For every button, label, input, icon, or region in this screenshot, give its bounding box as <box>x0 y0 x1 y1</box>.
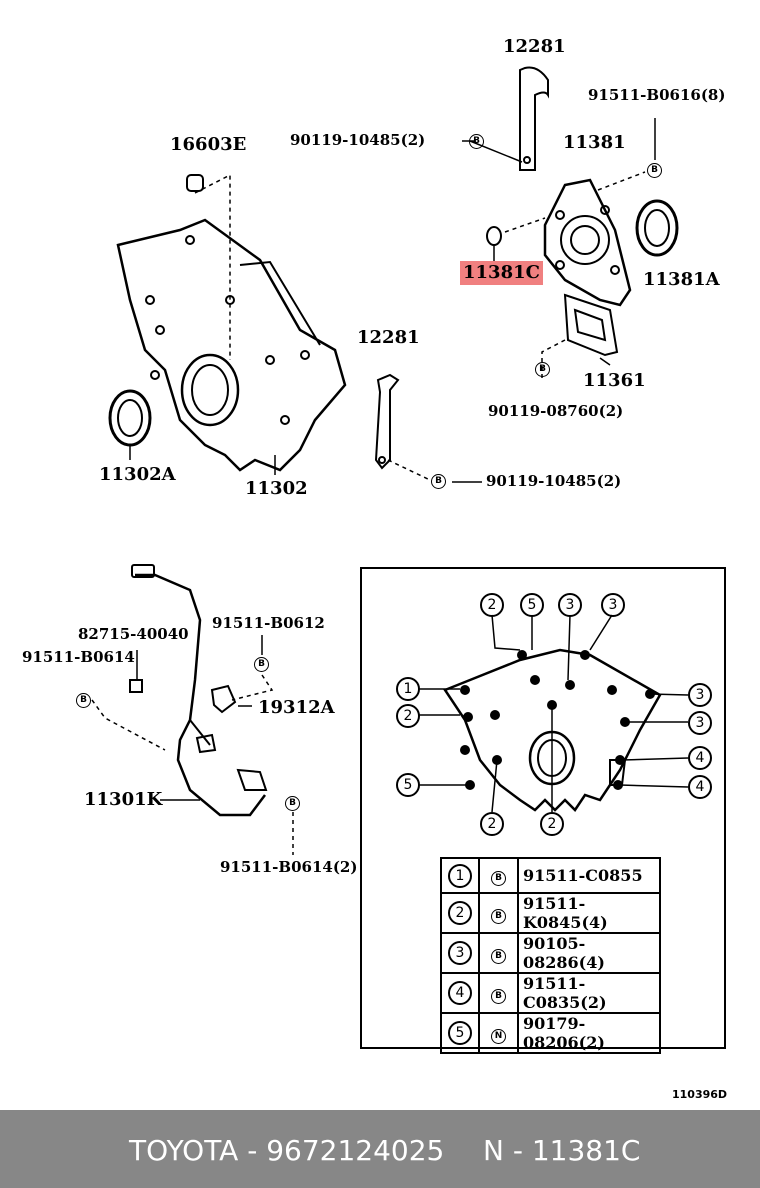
label-11302: 11302 <box>245 478 308 499</box>
label-19312a: 19312A <box>258 697 335 718</box>
diagram-drawing <box>91 66 726 1049</box>
inset-callout: 3 <box>688 711 712 735</box>
inset-callout: 3 <box>601 593 625 617</box>
fastener-legend-table: 1 B 91511-C0855 2 B 91511-K0845(4) 3 B 9… <box>440 857 661 1054</box>
label-16603e: 16603E <box>170 134 247 155</box>
label-91511-b0616: 91511-B0616(8) <box>588 86 726 104</box>
legend-part-number: 90105-08286(4) <box>517 932 661 974</box>
legend-number: 4 <box>448 981 472 1005</box>
footer-ref: N - 11381C <box>483 1134 641 1167</box>
legend-row: 2 B 91511-K0845(4) <box>440 892 661 934</box>
bolt-symbol: B <box>76 693 91 708</box>
label-90119-10485-top: 90119-10485(2) <box>290 131 426 149</box>
legend-part-number: 91511-C0855 <box>517 857 661 894</box>
legend-symbol: N <box>491 1028 506 1044</box>
bolt-symbol: B <box>254 657 269 672</box>
legend-part-number: 91511-C0835(2) <box>517 972 661 1014</box>
label-11302a: 11302A <box>99 464 176 485</box>
legend-number: 3 <box>448 941 472 965</box>
inset-callout: 2 <box>480 812 504 836</box>
label-90119-10485-bot: 90119-10485(2) <box>486 472 622 490</box>
inset-callout: 5 <box>396 773 420 797</box>
bolt-symbol: B <box>535 362 550 377</box>
legend-part-number: 91511-K0845(4) <box>517 892 661 934</box>
label-91511-b0614-2: 91511-B0614(2) <box>220 858 358 876</box>
footer-bar: TOYOTA - 9672124025 N - 11381C <box>0 1110 760 1188</box>
inset-callout: 3 <box>558 593 582 617</box>
legend-number: 1 <box>448 863 472 888</box>
legend-symbol: B <box>491 948 506 964</box>
inset-callout: 3 <box>688 683 712 707</box>
legend-symbol: B <box>491 988 506 1004</box>
inset-callout: 2 <box>480 593 504 617</box>
label-91511-b0614: 91511-B0614 <box>22 648 135 666</box>
label-82715-40040: 82715-40040 <box>78 625 189 643</box>
image-code: 110396D <box>672 1088 728 1101</box>
footer-brand-part: TOYOTA - 9672124025 <box>129 1134 445 1167</box>
label-12281-mid: 12281 <box>357 327 420 348</box>
label-91511-b0612: 91511-B0612 <box>212 614 325 632</box>
label-90119-08760: 90119-08760(2) <box>488 402 624 420</box>
inset-callout: 2 <box>396 704 420 728</box>
bolt-symbol: B <box>469 134 484 149</box>
legend-number: 2 <box>448 901 472 925</box>
legend-number: 5 <box>448 1021 472 1045</box>
label-12281-top: 12281 <box>503 36 566 57</box>
bolt-symbol: B <box>431 474 446 489</box>
legend-symbol: B <box>491 871 506 886</box>
inset-callout: 4 <box>688 746 712 770</box>
legend-row: 3 B 90105-08286(4) <box>440 932 661 974</box>
label-11381a: 11381A <box>643 269 720 290</box>
inset-callout: 5 <box>520 593 544 617</box>
legend-row: 4 B 91511-C0835(2) <box>440 972 661 1014</box>
legend-row: 5 N 90179-08206(2) <box>440 1012 661 1054</box>
inset-callout: 2 <box>540 812 564 836</box>
label-11361: 11361 <box>583 370 646 391</box>
label-11301k: 11301K <box>84 789 163 810</box>
bolt-symbol: B <box>647 163 662 178</box>
label-11381: 11381 <box>563 132 626 153</box>
legend-symbol: B <box>491 908 506 924</box>
label-11381c-highlighted: 11381C <box>460 261 543 285</box>
inset-callout: 1 <box>396 677 420 701</box>
inset-callout: 4 <box>688 775 712 799</box>
legend-row: 1 B 91511-C0855 <box>440 857 661 894</box>
bolt-symbol: B <box>285 796 300 811</box>
legend-part-number: 90179-08206(2) <box>517 1012 661 1054</box>
parts-diagram: 12281 91511-B0616(8) B 16603E 90119-1048… <box>22 36 728 1102</box>
